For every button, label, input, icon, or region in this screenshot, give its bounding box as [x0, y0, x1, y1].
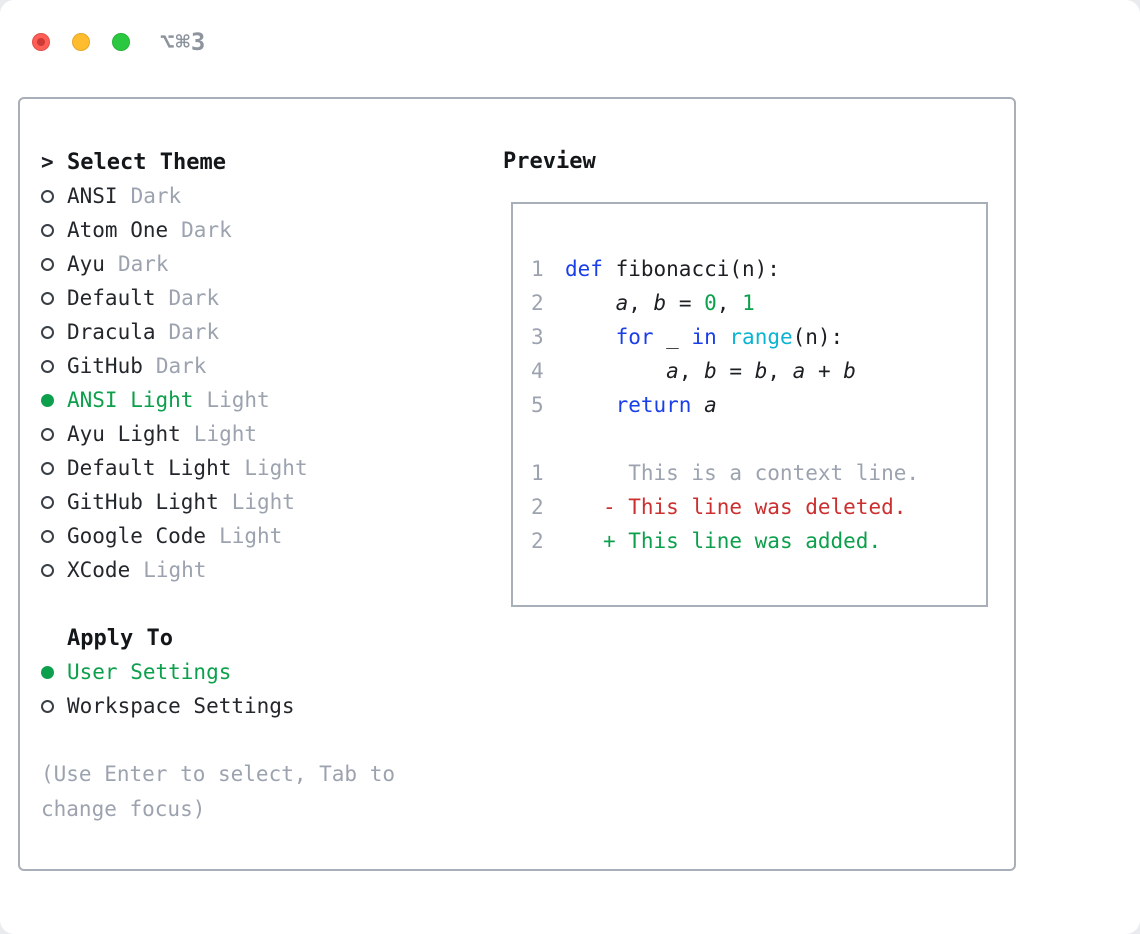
- close-button[interactable]: [32, 33, 50, 51]
- radio-icon: [41, 359, 67, 373]
- theme-option-label: XCode: [67, 558, 131, 582]
- minimize-button[interactable]: [72, 33, 90, 51]
- radio-selected-icon: [41, 665, 67, 679]
- code-line: 2 a, b = 0, 1: [531, 286, 986, 320]
- theme-variant: Dark: [181, 218, 232, 242]
- radio-icon: [41, 563, 67, 577]
- theme-variant: Dark: [155, 354, 207, 378]
- titlebar: ⌥⌘3: [32, 28, 206, 56]
- select-theme-title: Select Theme: [67, 149, 226, 175]
- code-line: 5 return a: [531, 388, 986, 422]
- zoom-button[interactable]: [112, 33, 130, 51]
- theme-variant: Light: [231, 490, 295, 514]
- theme-option-label: Ayu: [67, 252, 105, 276]
- theme-variant: Light: [244, 456, 308, 480]
- theme-option-label: ANSI Light: [67, 388, 194, 412]
- diff-block: 1 This is a context line.2 - This line w…: [531, 456, 986, 558]
- line-number: 1: [531, 461, 544, 485]
- theme-option-ayu[interactable]: Ayu Dark: [41, 247, 481, 281]
- theme-option-dracula[interactable]: Dracula Dark: [41, 315, 481, 349]
- theme-option-default-light[interactable]: Default Light Light: [41, 451, 481, 485]
- apply-option-workspace-settings[interactable]: Workspace Settings: [41, 689, 481, 723]
- theme-option-github-light[interactable]: GitHub Light Light: [41, 485, 481, 519]
- theme-option-xcode[interactable]: XCode Light: [41, 553, 481, 587]
- theme-option-google-code[interactable]: Google Code Light: [41, 519, 481, 553]
- theme-option-label: Ayu Light: [67, 422, 181, 446]
- line-number: 4: [531, 359, 544, 383]
- line-number: 2: [531, 529, 544, 553]
- apply-to-heading: Apply To: [41, 621, 481, 655]
- theme-option-atom-one[interactable]: Atom One Dark: [41, 213, 481, 247]
- theme-option-label: Google Code: [67, 524, 207, 548]
- apply-to-title: Apply To: [67, 625, 173, 651]
- radio-icon: [41, 189, 67, 203]
- theme-option-ansi-light[interactable]: ANSI Light Light: [41, 383, 481, 417]
- theme-option-label: Default: [67, 286, 156, 310]
- line-number: 2: [531, 291, 544, 315]
- radio-icon: [41, 325, 67, 339]
- apply-option-label: Workspace Settings: [67, 694, 295, 718]
- radio-selected-icon: [41, 393, 67, 407]
- theme-option-ayu-light[interactable]: Ayu Light Light: [41, 417, 481, 451]
- radio-icon: [41, 461, 67, 475]
- radio-icon: [41, 257, 67, 271]
- theme-option-label: Atom One: [67, 218, 169, 242]
- theme-option-label: Default Light: [67, 456, 232, 480]
- theme-variant: Dark: [117, 252, 169, 276]
- theme-variant: Dark: [168, 286, 220, 310]
- apply-option-user-settings[interactable]: User Settings: [41, 655, 481, 689]
- select-theme-heading: > Select Theme: [41, 145, 481, 179]
- theme-variant: Light: [206, 388, 270, 412]
- code-line: 3 for _ in range(n):: [531, 320, 986, 354]
- preview-heading: Preview: [503, 149, 596, 174]
- theme-variant: Dark: [130, 184, 182, 208]
- theme-option-default[interactable]: Default Dark: [41, 281, 481, 315]
- code-line: 4 a, b = b, a + b: [531, 354, 986, 388]
- theme-variant: Light: [219, 524, 283, 548]
- window-shortcut: ⌥⌘3: [160, 28, 207, 56]
- theme-option-ansi[interactable]: ANSI Dark: [41, 179, 481, 213]
- theme-variant: Dark: [168, 320, 220, 344]
- radio-icon: [41, 223, 67, 237]
- line-number: 2: [531, 495, 544, 519]
- theme-option-label: GitHub: [67, 354, 143, 378]
- blank-line: [531, 422, 986, 456]
- diff-line: 2 - This line was deleted.: [531, 490, 986, 524]
- radio-icon: [41, 495, 67, 509]
- line-number: 1: [531, 257, 544, 281]
- diff-line: 2 + This line was added.: [531, 524, 986, 558]
- line-number: 3: [531, 325, 544, 349]
- theme-option-label: ANSI: [67, 184, 118, 208]
- prompt-caret-icon: >: [41, 150, 54, 174]
- radio-icon: [41, 291, 67, 305]
- radio-icon: [41, 529, 67, 543]
- hint-text: (Use Enter to select, Tab to change focu…: [41, 762, 396, 821]
- diff-line: 1 This is a context line.: [531, 456, 986, 490]
- line-number: 5: [531, 393, 544, 417]
- radio-icon: [41, 427, 67, 441]
- radio-icon: [41, 699, 67, 713]
- theme-variant: Light: [143, 558, 207, 582]
- apply-option-label: User Settings: [67, 660, 232, 684]
- theme-option-label: Dracula: [67, 320, 156, 344]
- theme-option-github[interactable]: GitHub Dark: [41, 349, 481, 383]
- theme-option-label: GitHub Light: [67, 490, 219, 514]
- theme-variant: Light: [193, 422, 258, 446]
